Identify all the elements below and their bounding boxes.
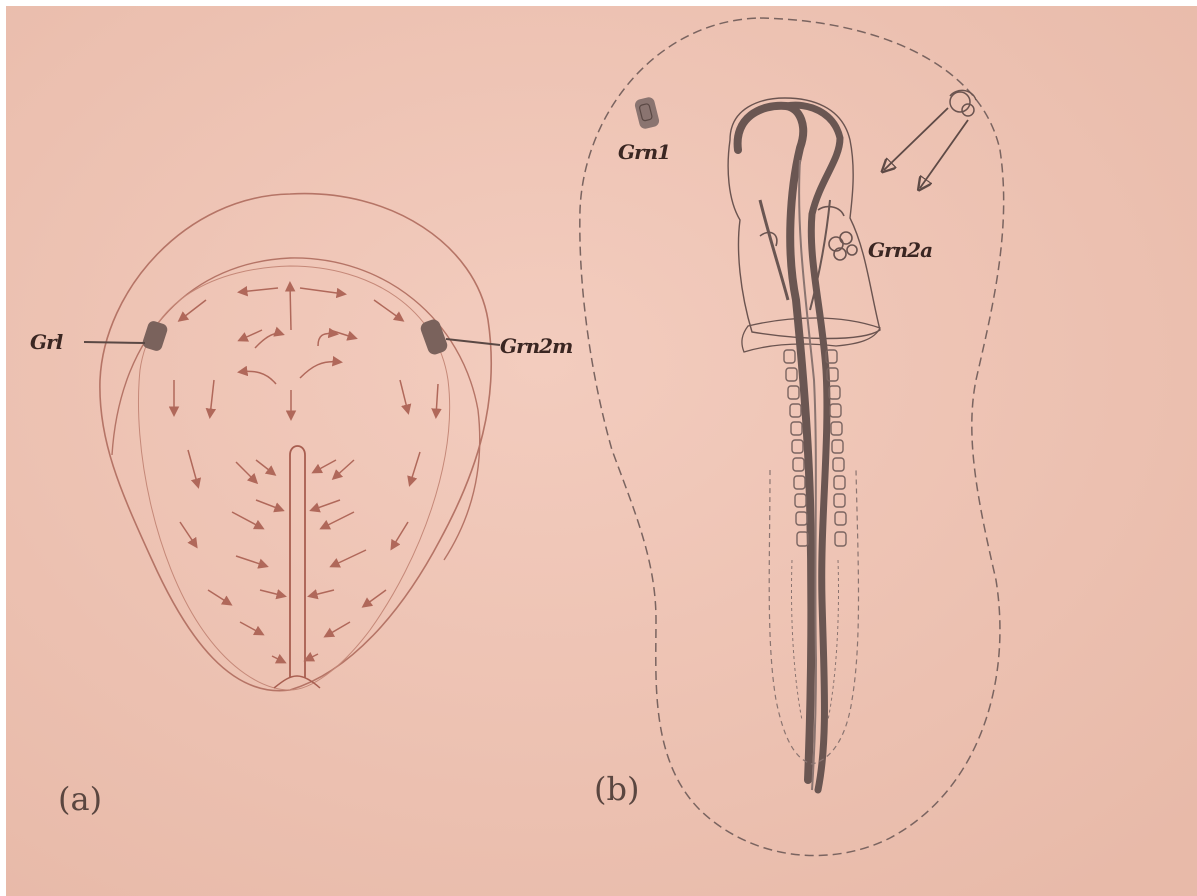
paper-background [6,6,1197,896]
panel-label-b: (b) [594,770,639,808]
grl-leader [84,342,145,343]
label-grn1: Grn1 [618,140,670,164]
label-grn2a: Grn2a [868,238,932,262]
panel-label-a: (a) [58,780,102,818]
label-grl: Grl [30,330,62,354]
label-grn2m: Grn2m [500,334,572,358]
